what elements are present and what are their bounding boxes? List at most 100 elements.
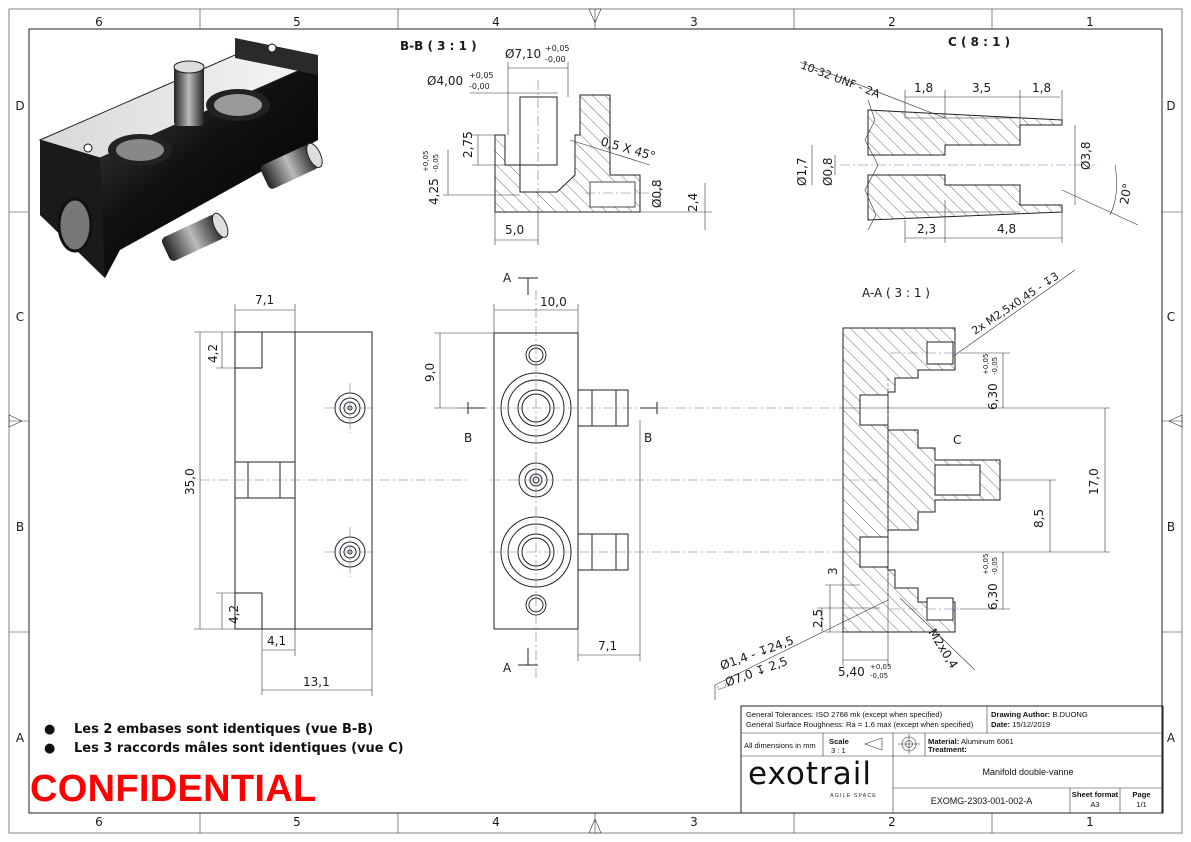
- col-label-bottom: 2: [888, 815, 896, 829]
- material-value: Aluminum 6061: [960, 737, 1014, 746]
- row-label-left: D: [15, 99, 24, 113]
- page-label: Page: [1132, 790, 1151, 799]
- aa-bot-dim: 6,30: [986, 583, 1000, 610]
- note-text: Les 2 embases sont identiques (vue B-B): [74, 722, 374, 737]
- c-w5: 4,8: [997, 222, 1016, 236]
- treatment-label: Treatment:: [928, 745, 967, 754]
- c-w4: 2,3: [917, 222, 936, 236]
- date-label: Date:: [991, 720, 1010, 729]
- c-w3: 1,8: [1032, 81, 1051, 95]
- front-h1: 9,0: [423, 363, 437, 382]
- sheet-format-label: Sheet format: [1071, 790, 1119, 799]
- aa-side-3: 3: [826, 567, 840, 575]
- author-row: Drawing Author: B.DUONG: [991, 710, 1088, 719]
- cut-a-top: A: [503, 271, 512, 285]
- title-block-frame: [740, 705, 1164, 814]
- aa-bot-tol-down: -0,05: [991, 557, 999, 575]
- tolerance-line-1: General Tolerances: ISO 2768 mk (except …: [746, 710, 943, 719]
- col-label-top: 1: [1086, 15, 1094, 29]
- date-row: Date: 15/12/2019: [991, 720, 1050, 729]
- scale-value: 3 : 1: [831, 746, 846, 755]
- view-bb-title: B-B ( 3 : 1 ): [400, 39, 477, 53]
- view-bb: B-B ( 3 : 1 ) Ø7,10 +0,05 -0,00 Ø4,00 +0…: [400, 39, 712, 245]
- aa-label-c: C: [953, 433, 961, 447]
- aa-top-tol-up: +0,05: [982, 354, 990, 375]
- side-w2: 4,1: [267, 634, 286, 648]
- bb-d1-tol-down: -0,00: [545, 55, 566, 64]
- date-value: 15/12/2019: [1012, 720, 1051, 729]
- cut-a-bottom: A: [503, 661, 512, 675]
- aa-top-tol-down: -0,05: [991, 357, 999, 375]
- bb-h2-tol-down: -0,05: [432, 154, 440, 172]
- side-w3: 13,1: [303, 675, 330, 689]
- aa-top-dim: 6,30: [986, 383, 1000, 410]
- c-w1: 1,8: [914, 81, 933, 95]
- col-label-top: 4: [492, 15, 500, 29]
- view-aa: A-A ( 3 : 1 ) 2x M2,5x0,45 - ↧3 C 6,30 +…: [714, 270, 1110, 700]
- tolerance-line-2: General Surface Roughness: Ra = 1.6 max …: [746, 720, 974, 729]
- manifold-3d-render: [38, 38, 323, 278]
- confidential-stamp: CONFIDENTIAL: [30, 768, 317, 810]
- part-name: Manifold double-vanne: [982, 767, 1074, 777]
- col-label-top: 5: [293, 15, 301, 29]
- row-label-right: B: [1167, 520, 1175, 534]
- c-d2: Ø0,8: [821, 157, 835, 186]
- material-row: Material: Aluminum 6061: [928, 737, 1014, 746]
- company-logo: exotrail: [748, 756, 873, 792]
- bb-d2-tol-down: -0,00: [469, 82, 490, 91]
- side-h-top: 4,2: [206, 344, 220, 363]
- author-value: B.DUONG: [1052, 710, 1088, 719]
- c-d3: Ø3,8: [1079, 141, 1093, 170]
- treatment-row: Treatment:: [928, 745, 967, 754]
- bb-d2: Ø4,00: [427, 74, 463, 88]
- view-c: C ( 8 : 1 ) 10-32 UNF - 2A 1,8 3,5 1,8 Ø…: [795, 35, 1139, 243]
- bb-h2-tol-up: +0,05: [422, 151, 430, 172]
- author-label: Drawing Author:: [991, 710, 1051, 719]
- side-h-bot: 4,2: [227, 605, 241, 624]
- row-label-right: A: [1167, 731, 1176, 745]
- c-thread: 10-32 UNF - 2A: [799, 59, 882, 101]
- note-text: Les 3 raccords mâles sont identiques (vu…: [74, 741, 404, 756]
- bb-d3: Ø0,8: [650, 179, 664, 208]
- front-width: 10,0: [540, 295, 567, 309]
- col-label-bottom: 6: [95, 815, 103, 829]
- company-tagline: AGILE SPACE: [830, 793, 877, 799]
- side-w: 7,1: [255, 293, 274, 307]
- c-angle: 20°: [1117, 182, 1134, 205]
- aa-thread: M2x0,4: [925, 626, 960, 671]
- bb-d1-tol-up: +0,05: [545, 44, 570, 53]
- cut-b-left: B: [464, 431, 472, 445]
- side-h-total: 35,0: [183, 468, 197, 495]
- col-label-bottom: 5: [293, 815, 301, 829]
- row-label-right: D: [1166, 99, 1175, 113]
- view-front: A A B B 10,0 9,0 7,1: [423, 271, 880, 680]
- col-label-bottom: 4: [492, 815, 500, 829]
- aa-holes: 2x M2,5x0,45 - ↧3: [969, 270, 1061, 338]
- note-item: ●Les 3 raccords mâles sont identiques (v…: [44, 741, 404, 756]
- bb-h1: 2,75: [461, 131, 475, 158]
- grid-ticks: [8, 8, 1183, 834]
- page-value: 1/1: [1136, 800, 1147, 809]
- cut-b-right: B: [644, 431, 652, 445]
- aa-h-total: 17,0: [1087, 468, 1101, 495]
- col-label-bottom: 3: [690, 815, 698, 829]
- bb-d2-tol-up: +0,05: [469, 71, 494, 80]
- bb-h2: 4,25: [427, 178, 441, 205]
- aa-w-bottom-tol-up: +0,05: [870, 663, 891, 671]
- aa-side-25: 2,5: [811, 609, 825, 628]
- scale-label: Scale: [829, 737, 849, 746]
- col-label-top: 2: [888, 15, 896, 29]
- general-notes: ●Les 2 embases sont identiques (vue B-B)…: [44, 722, 404, 760]
- col-label-bottom: 1: [1086, 815, 1094, 829]
- row-label-left: A: [16, 731, 25, 745]
- bb-w1: 5,0: [505, 223, 524, 237]
- material-label: Material:: [928, 737, 960, 746]
- view-aa-title: A-A ( 3 : 1 ): [862, 286, 930, 300]
- c-d1: Ø1,7: [795, 157, 809, 186]
- drawing-number: EXOMG-2303-001-002-A: [930, 796, 1033, 806]
- sheet-format-value: A3: [1090, 800, 1100, 809]
- aa-h-mid: 8,5: [1032, 509, 1046, 528]
- row-label-left: B: [16, 520, 24, 534]
- row-label-right: C: [1167, 310, 1175, 324]
